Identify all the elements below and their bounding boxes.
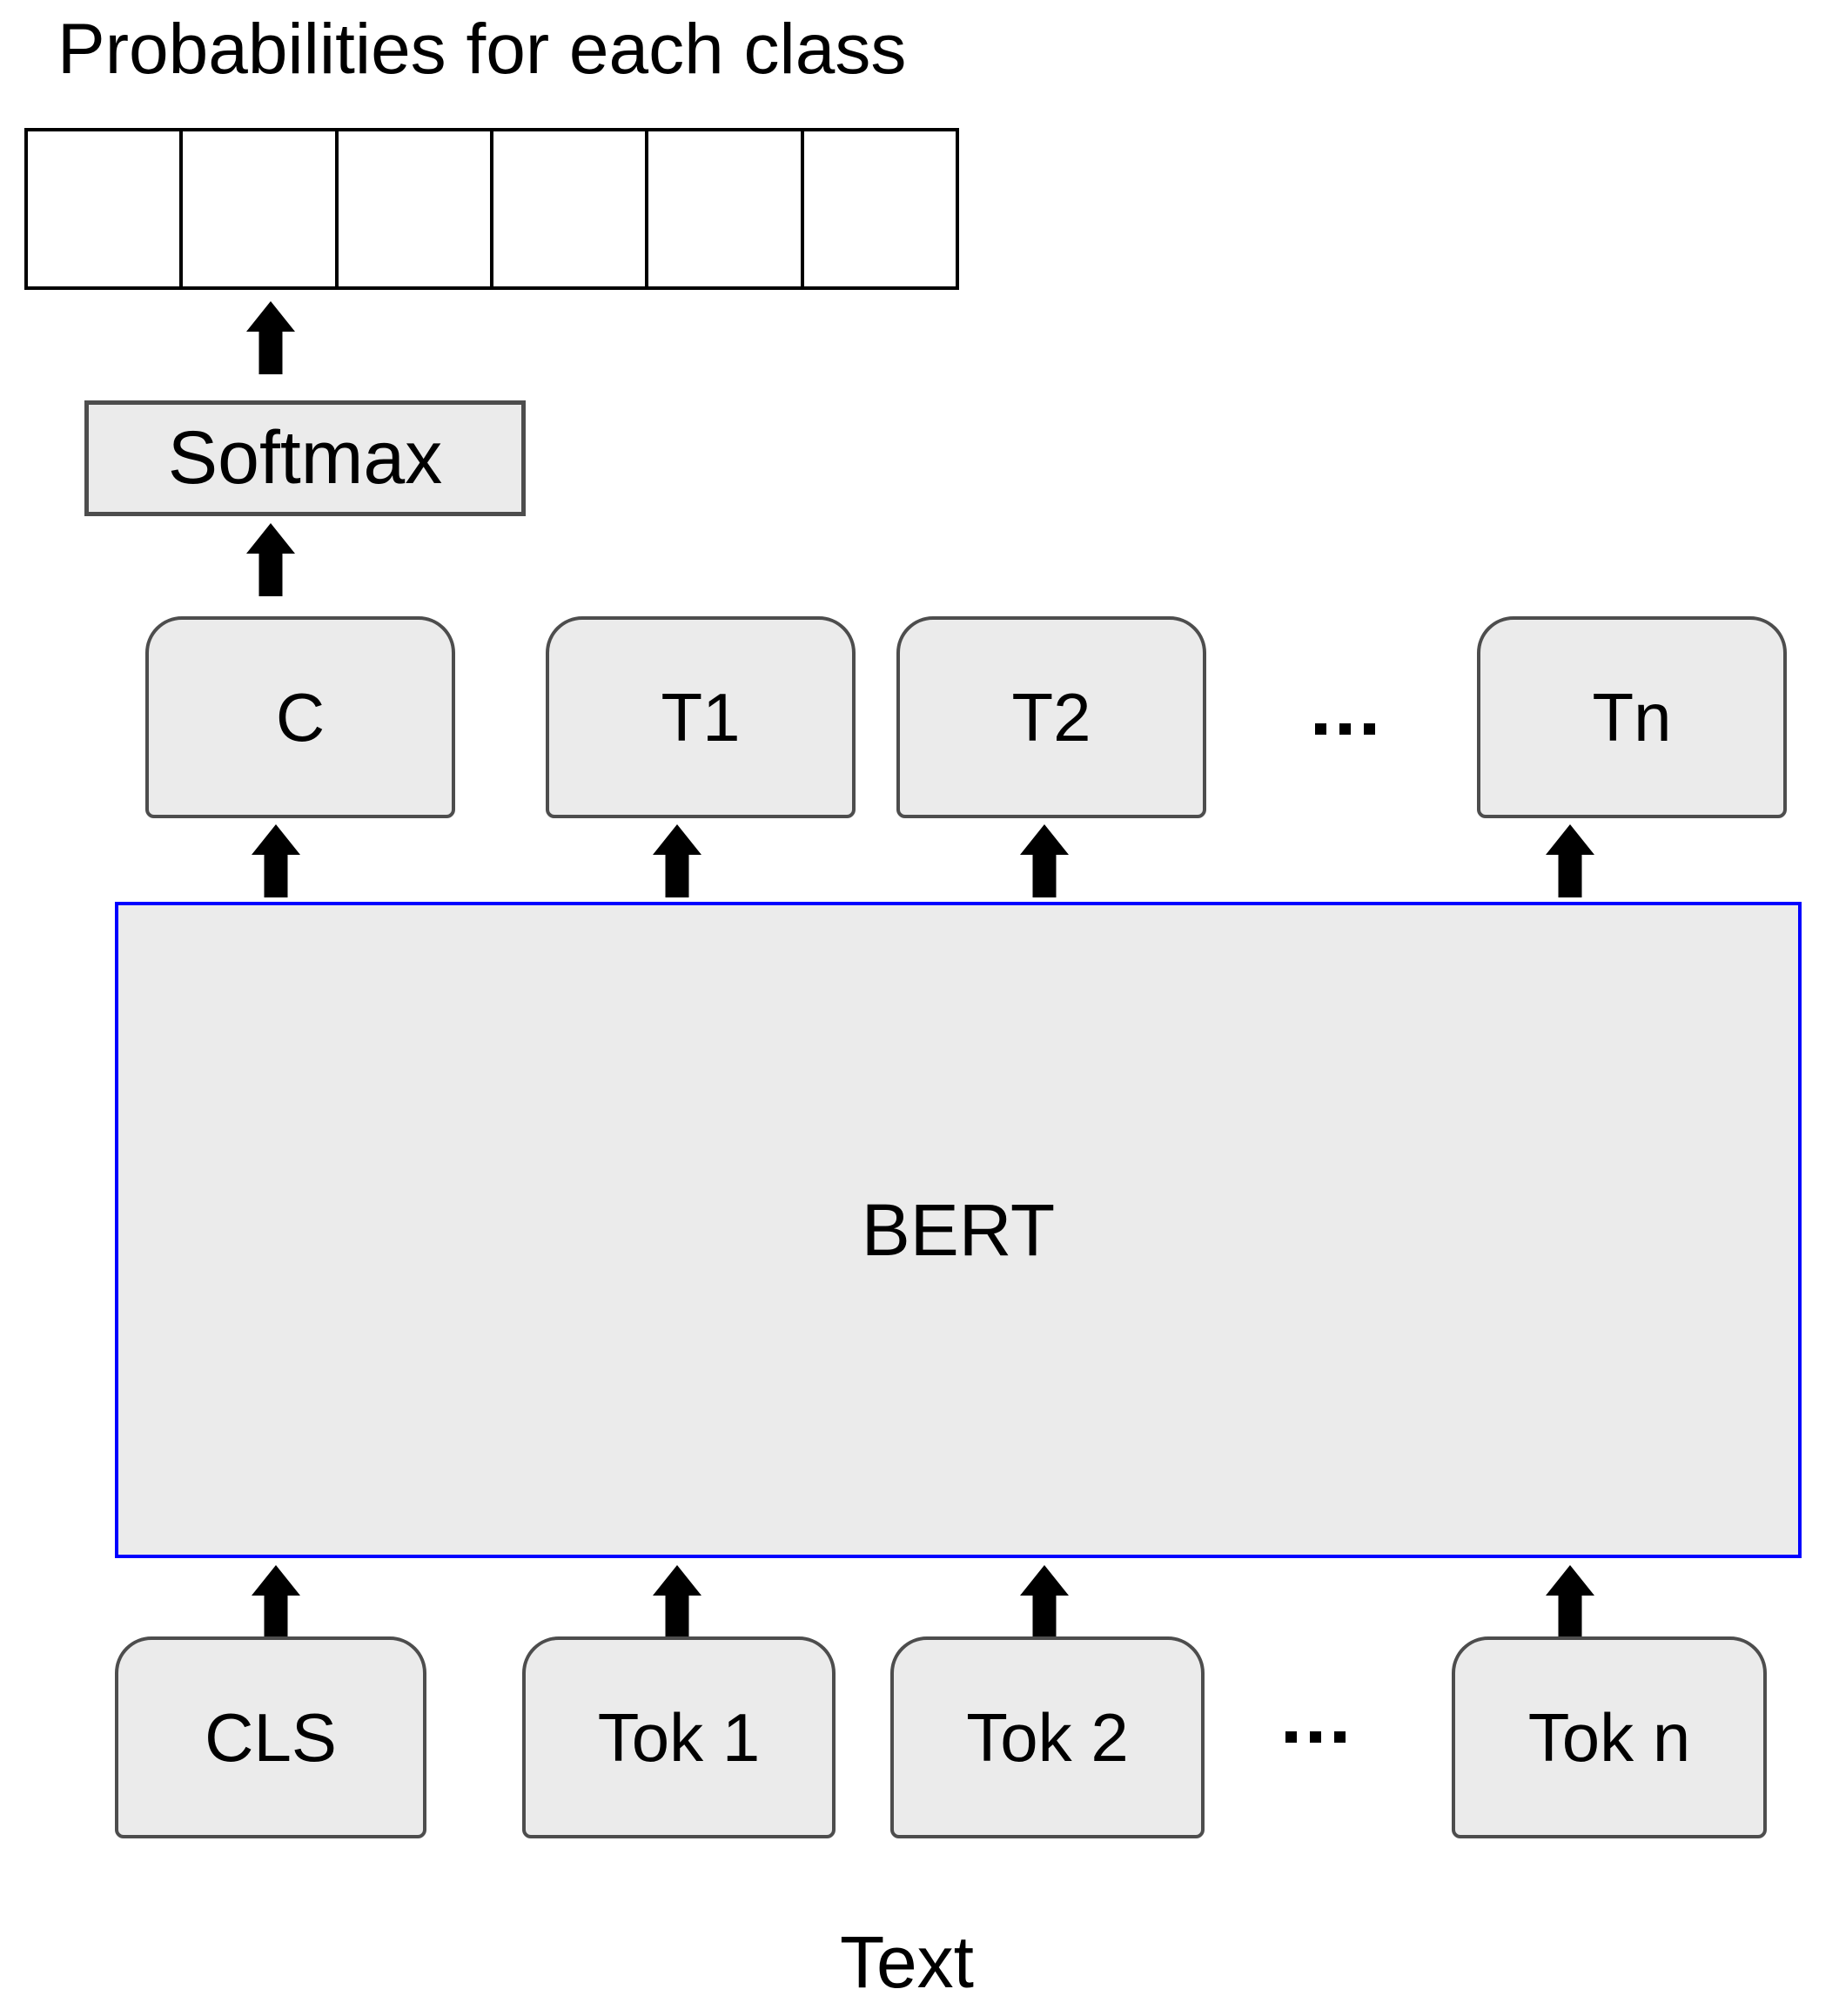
probability-cell	[645, 131, 800, 286]
probability-cell	[800, 131, 956, 286]
ellipsis-dot	[1334, 1731, 1346, 1743]
up-arrow-bert-to-tn	[1543, 821, 1597, 901]
input-box-tokn: Tok n	[1452, 1636, 1767, 1838]
up-arrow-cls-to-bert	[249, 1562, 303, 1642]
probability-cell	[489, 131, 645, 286]
output-box-c: C	[145, 616, 455, 818]
output-row-ellipsis	[1315, 723, 1375, 735]
ellipsis-dot	[1315, 723, 1326, 735]
up-arrow-bert-to-t2	[1017, 821, 1071, 901]
text-label: Text	[839, 1921, 975, 2003]
up-arrow-bert-to-t1	[650, 821, 704, 901]
input-box-tokn-label: Tok n	[1527, 1698, 1691, 1776]
input-box-tok2-label: Tok 2	[966, 1698, 1129, 1776]
input-box-tok2: Tok 2	[890, 1636, 1205, 1838]
output-box-tn: Tn	[1477, 616, 1787, 818]
up-arrow-tokn-to-bert	[1543, 1562, 1597, 1642]
bert-label: BERT	[861, 1188, 1056, 1271]
ellipsis-dot	[1339, 723, 1351, 735]
output-box-c-label: C	[275, 678, 326, 756]
input-box-cls-label: CLS	[205, 1698, 337, 1776]
softmax-box: Softmax	[84, 400, 526, 516]
probability-cell	[28, 131, 179, 286]
up-arrow-softmax-to-probabilities	[244, 298, 298, 378]
ellipsis-dot	[1364, 723, 1375, 735]
probability-cell	[334, 131, 490, 286]
input-box-tok1: Tok 1	[522, 1636, 836, 1838]
bert-box: BERT	[115, 902, 1802, 1558]
input-box-tok1-label: Tok 1	[597, 1698, 761, 1776]
output-box-t2-label: T2	[1011, 678, 1091, 756]
up-arrow-tok1-to-bert	[650, 1562, 704, 1642]
input-row-ellipsis	[1285, 1731, 1346, 1743]
diagram-title: Probabilities for each class	[57, 10, 907, 89]
probability-cell	[179, 131, 334, 286]
output-box-t1: T1	[546, 616, 856, 818]
softmax-label: Softmax	[167, 416, 443, 500]
up-arrow-bert-to-c	[249, 821, 303, 901]
probability-cells-row	[24, 128, 959, 290]
output-box-tn-label: Tn	[1592, 678, 1672, 756]
ellipsis-dot	[1310, 1731, 1321, 1743]
ellipsis-dot	[1285, 1731, 1297, 1743]
up-arrow-tok2-to-bert	[1017, 1562, 1071, 1642]
output-box-t1-label: T1	[661, 678, 741, 756]
input-box-cls: CLS	[115, 1636, 426, 1838]
output-box-t2: T2	[896, 616, 1206, 818]
up-arrow-c-to-softmax	[244, 520, 298, 600]
